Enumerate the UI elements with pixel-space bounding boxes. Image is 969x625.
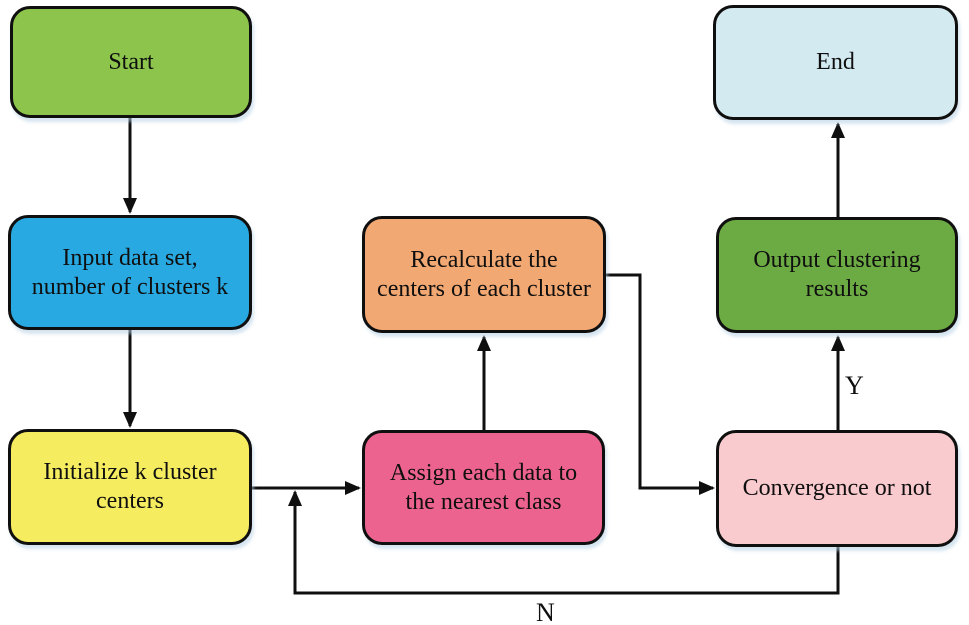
node-start: Start <box>10 6 252 118</box>
node-convergence-check: Convergence or not <box>716 430 958 547</box>
edge-label-yes: Y <box>845 371 864 400</box>
node-recalculate-centers: Recalculate the centers of each cluster <box>362 216 606 333</box>
arrow-recalculate-to-convergence <box>606 273 715 495</box>
arrow-convergence-n-loop <box>288 490 840 595</box>
node-initialize-centers: Initialize k cluster centers <box>8 429 252 545</box>
node-output-results: Output clustering results <box>716 217 958 333</box>
node-assign-data: Assign each data to the nearest class <box>362 430 605 545</box>
edge-label-no: N <box>536 598 555 625</box>
node-end: End <box>713 5 958 120</box>
node-input-data-set: Input data set, number of clusters k <box>8 215 252 330</box>
